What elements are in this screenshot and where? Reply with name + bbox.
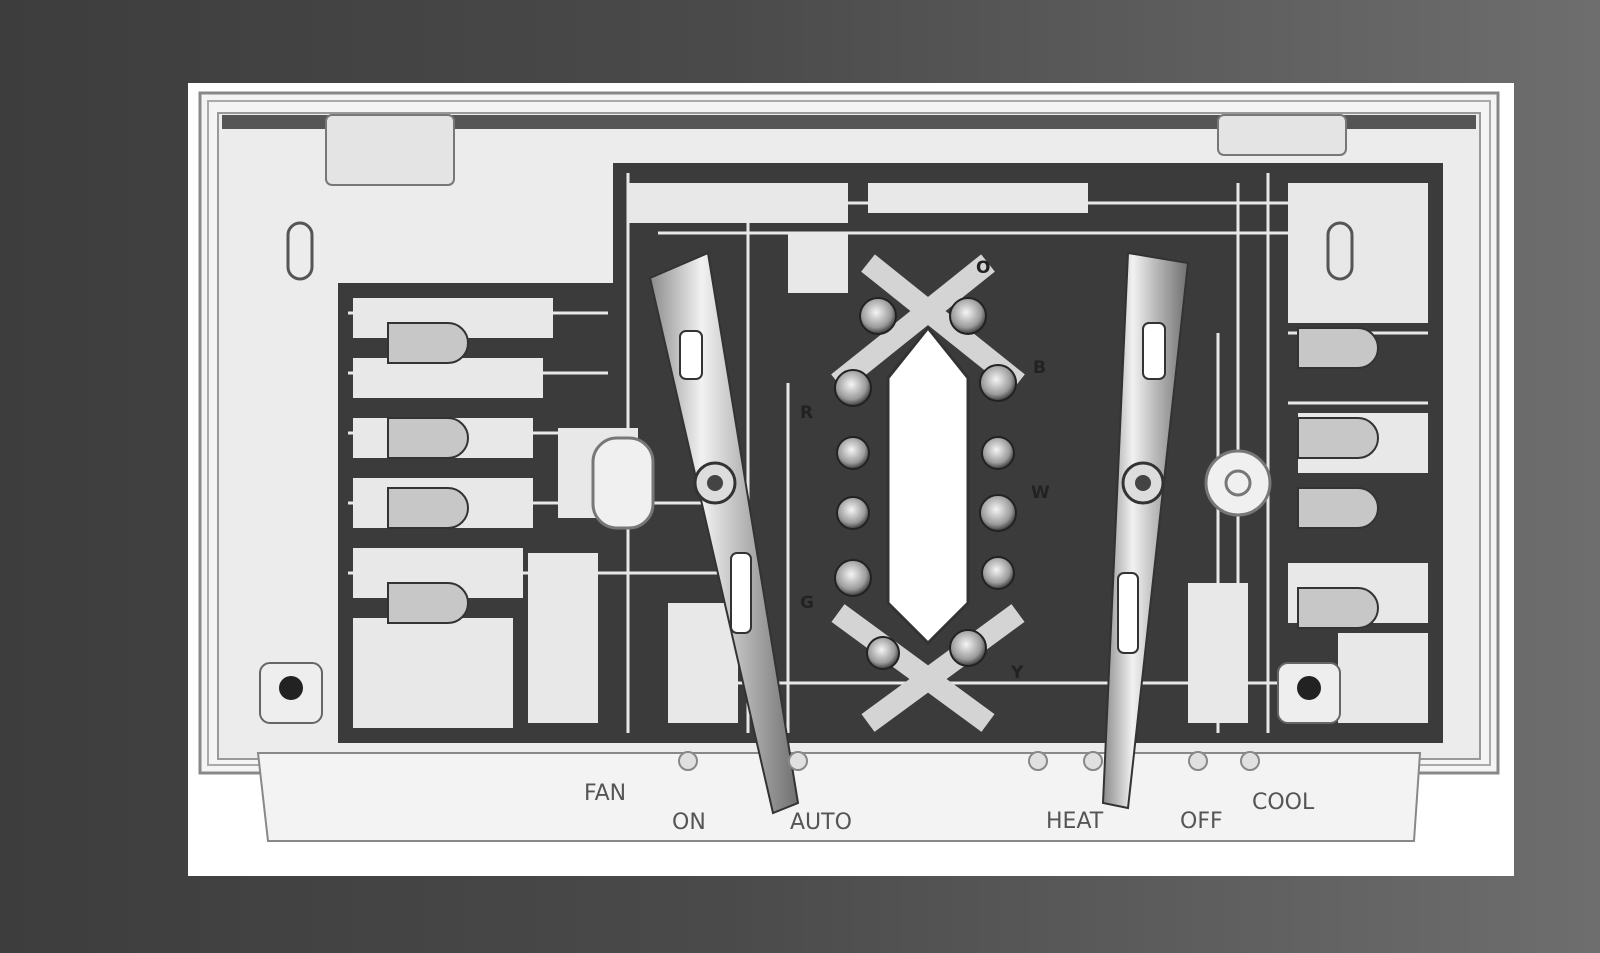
- subbase-drawing: O B R W G Y FAN ON AUTO HEAT OFF COOL: [198, 91, 1500, 842]
- corner-posts: [259, 662, 1341, 724]
- label-fan-auto: AUTO: [790, 810, 852, 835]
- mounting-slots: [286, 221, 1354, 281]
- terminal-label-b: B: [1033, 358, 1046, 378]
- center-cutout: [886, 325, 970, 646]
- contacts-right: [1297, 327, 1379, 629]
- center-oval-boss: [591, 436, 655, 530]
- x-brackets: [831, 254, 1025, 732]
- label-cool: COOL: [1252, 790, 1315, 815]
- terminal-label-g: G: [800, 593, 814, 613]
- terminal-label-o: O: [976, 258, 990, 278]
- contacts-left: [387, 322, 469, 624]
- fan-switch-lever[interactable]: [648, 251, 800, 815]
- detent-bumps: [678, 751, 1260, 771]
- terminal-screws: [834, 297, 1017, 670]
- system-switch-lever[interactable]: [1101, 251, 1190, 810]
- label-fan: FAN: [584, 781, 626, 806]
- thermostat-subbase-photo: O B R W G Y FAN ON AUTO HEAT OFF COOL: [188, 83, 1514, 876]
- label-heat: HEAT: [1046, 809, 1104, 834]
- terminal-label-y: Y: [1010, 663, 1024, 683]
- terminal-label-r: R: [800, 403, 813, 423]
- top-clip-right: [1217, 114, 1347, 156]
- circuit-pads: [353, 183, 1428, 728]
- label-fan-on: ON: [672, 810, 706, 835]
- right-round-boss: [1204, 449, 1272, 517]
- top-clip-left: [325, 114, 455, 186]
- label-off: OFF: [1180, 809, 1223, 834]
- terminal-label-w: W: [1031, 483, 1050, 503]
